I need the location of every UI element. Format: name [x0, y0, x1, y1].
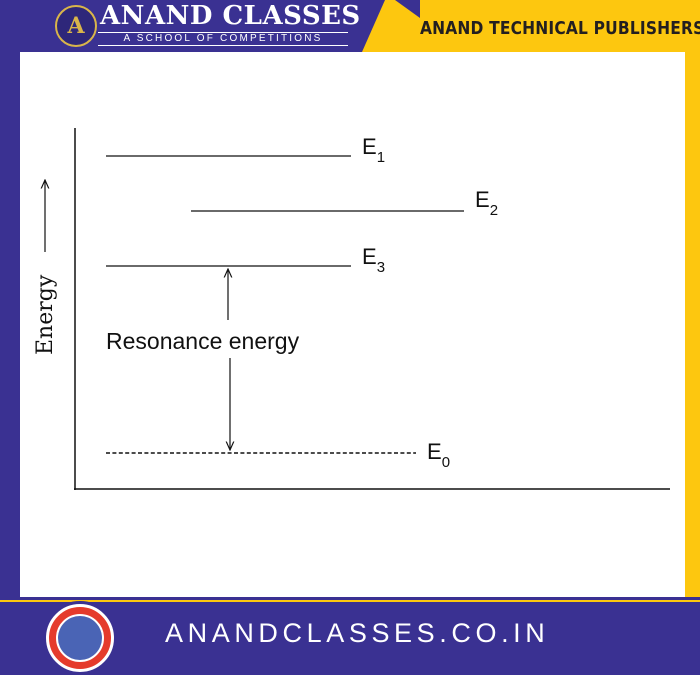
header-slant	[362, 0, 420, 52]
right-accent-strip	[685, 52, 700, 597]
footer-accent-line	[0, 600, 700, 602]
level-e2-label: E2	[475, 187, 498, 219]
level-e3-label: E3	[362, 244, 385, 276]
website-url: ANANDCLASSES.CO.IN	[165, 618, 550, 648]
brand-logo-icon: A	[55, 5, 97, 47]
resonance-energy-label: Resonance energy	[106, 328, 300, 354]
publisher-banner	[385, 0, 700, 52]
publisher-name: ANAND TECHNICAL PUBLISHERS	[420, 18, 700, 39]
energy-level-diagram: Energy E1 E2 E3 E0 Resonance energy	[33, 128, 670, 490]
content-panel	[20, 52, 685, 597]
brand-subtitle: A SCHOOL OF COMPETITIONS	[98, 32, 348, 46]
emblem-shield-icon	[58, 616, 102, 660]
emblem-ring	[49, 607, 111, 669]
y-axis-label: Energy	[33, 274, 58, 355]
footer-emblem-icon	[43, 601, 117, 675]
brand-title: ANAND CLASSES	[100, 1, 361, 31]
level-e1-label: E1	[362, 134, 385, 166]
level-e0-label: E0	[427, 439, 450, 471]
